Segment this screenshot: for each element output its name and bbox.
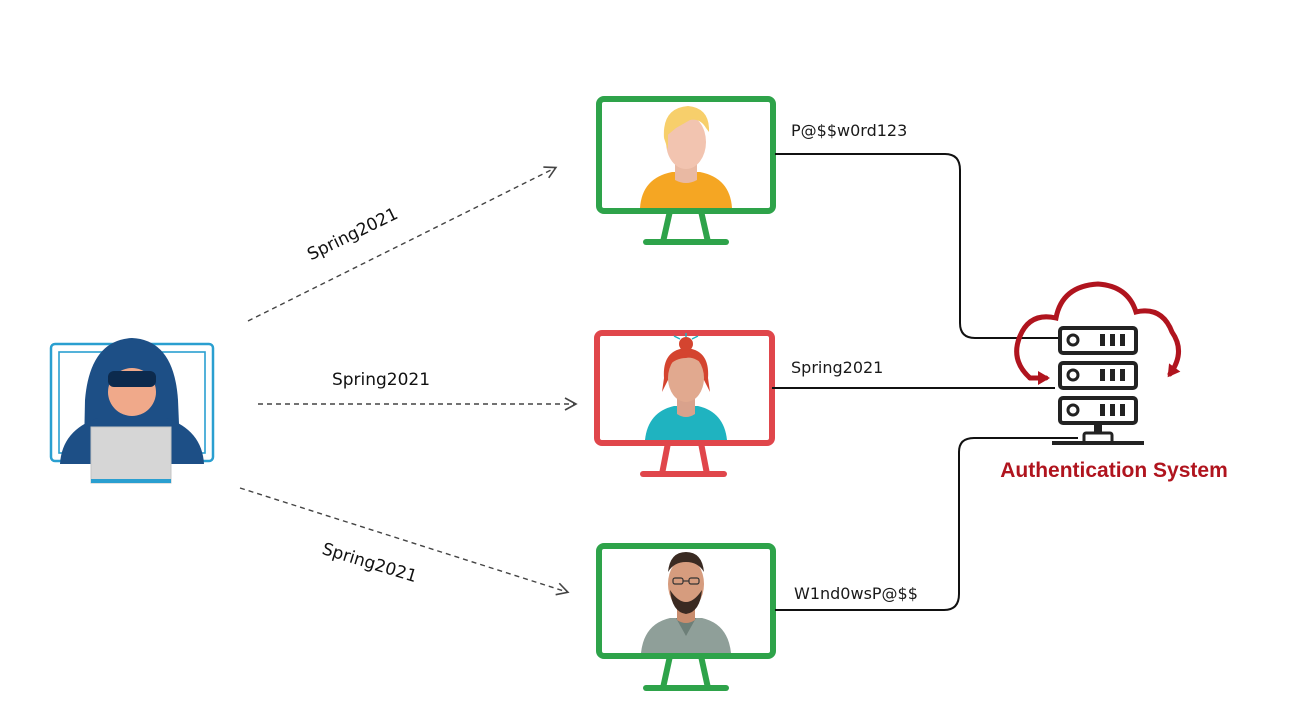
blond-man-icon xyxy=(640,106,732,208)
password-bottom: W1nd0wsP@$$ xyxy=(794,584,918,603)
auth-connector-bottom xyxy=(775,437,1078,611)
attack-label-bottom: Spring2021 xyxy=(320,539,420,587)
user-monitor-bottom xyxy=(596,543,776,691)
attacker-icon xyxy=(49,338,215,484)
password-middle: Spring2021 xyxy=(791,358,883,377)
server-cloud-icon xyxy=(1014,281,1181,445)
attack-label-middle: Spring2021 xyxy=(332,370,430,390)
red-haired-woman-icon xyxy=(645,333,727,440)
user-monitor-top xyxy=(596,96,776,245)
attack-label-top: Spring2021 xyxy=(304,204,401,265)
user-monitor-middle xyxy=(594,330,775,477)
attack-arrow-top xyxy=(247,166,558,322)
auth-system-label: Authentication System xyxy=(1000,459,1228,482)
auth-connector-top xyxy=(775,153,1060,339)
password-top: P@$$w0rd123 xyxy=(791,121,907,140)
bearded-man-icon xyxy=(641,552,731,653)
attack-arrow-bottom xyxy=(239,487,570,596)
